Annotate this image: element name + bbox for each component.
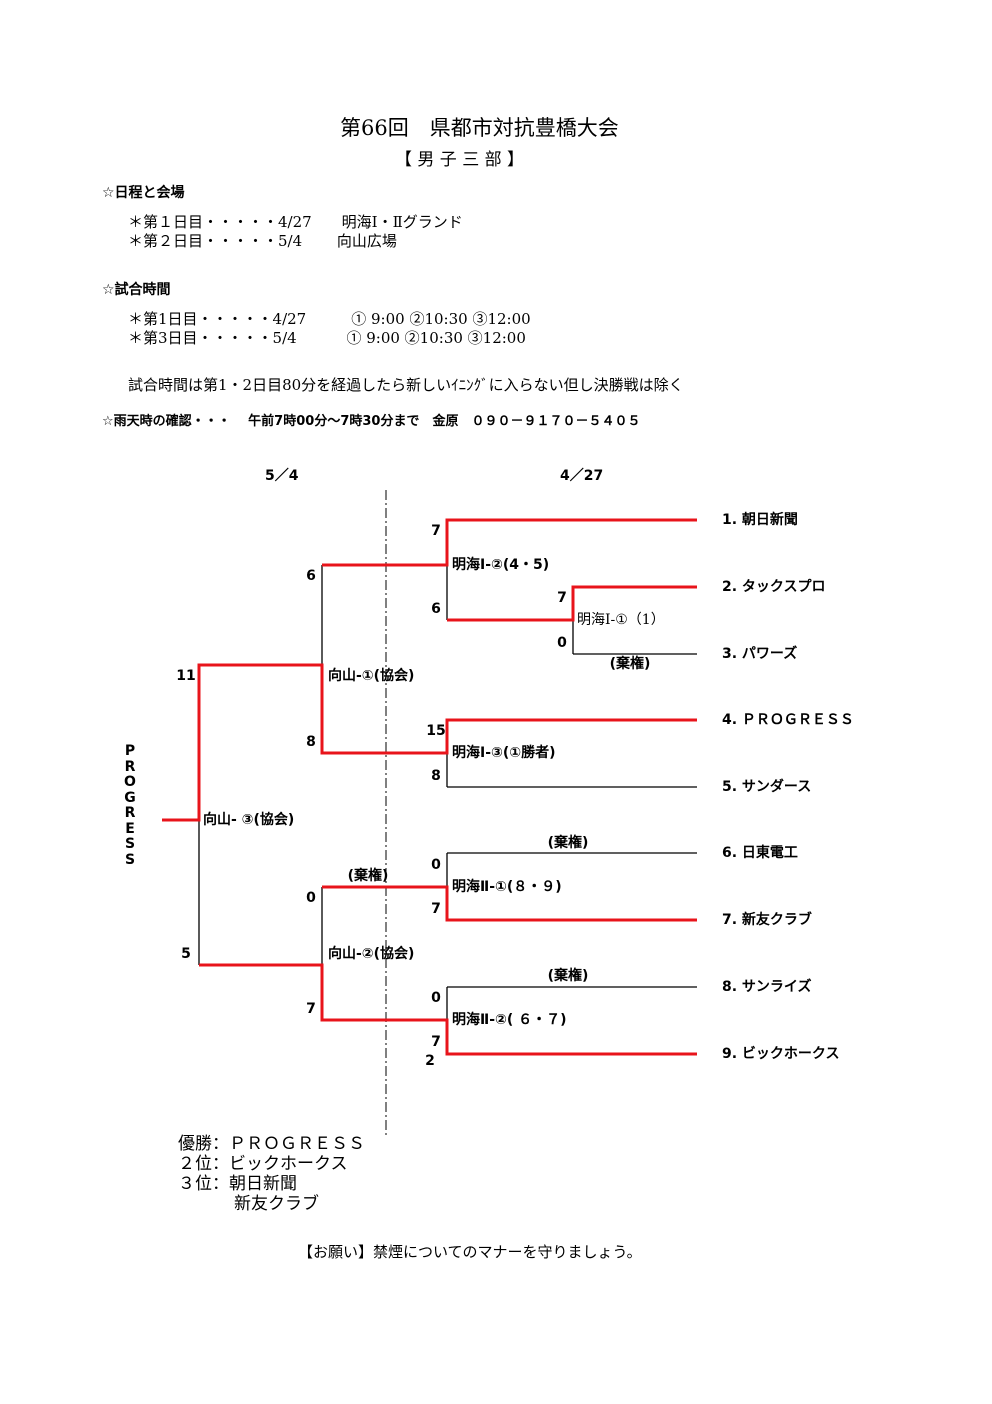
result-champion: 優勝：ＰＲＯＧＲＥＳＳ (178, 1134, 365, 1154)
team-5: 5. サンダース (722, 779, 812, 795)
score: 0 (431, 990, 441, 1006)
team-6: 6. 日東電工 (722, 845, 798, 861)
score: 7 (431, 901, 441, 917)
forfeit-note: (棄権) (347, 868, 389, 884)
schedule-row: ＊第１日目・・・・・4/27 明海Ⅰ・Ⅱグランド (128, 213, 463, 231)
team-4: 4. ＰＲＯＧＲＥＳＳ (722, 712, 854, 728)
schedule-row: ＊第２日目・・・・・5/4 向山広場 (128, 232, 397, 250)
score: 7 (431, 523, 441, 539)
result-third: ３位：朝日新聞 (178, 1174, 297, 1194)
team-2: 2. タックスプロ (722, 579, 826, 595)
score: 15 (426, 723, 446, 739)
score: 2 (425, 1053, 435, 1069)
score: 0 (431, 857, 441, 873)
match-label: 明海Ⅰ-①（1） (577, 612, 665, 628)
result-third: 新友クラブ (234, 1194, 319, 1214)
score: 6 (306, 568, 316, 584)
match-label: 向山-①(協会) (328, 668, 415, 684)
team-9: 9. ビックホークス (722, 1046, 840, 1062)
times-note: 試合時間は第1・2日目80分を経過したら新しいｲﾆﾝｸﾞに入らない但し決勝戦は除… (128, 376, 684, 394)
match-label: 向山- ③(協会) (203, 812, 295, 828)
score: 0 (306, 890, 316, 906)
score: 7 (306, 1001, 316, 1017)
score: 6 (431, 601, 441, 617)
page-title: 第66回 県都市対抗豊橋大会 (340, 116, 619, 140)
score: 5 (181, 946, 191, 962)
team-8: 8. サンライズ (722, 979, 812, 995)
match-label: 向山-②(協会) (328, 946, 415, 962)
match-label: 明海Ⅰ-②(4・5) (452, 557, 550, 573)
result-second: ２位：ビックホークス (178, 1154, 348, 1174)
footer-note: 【お願い】禁煙についてのマナーを守りましょう。 (298, 1243, 642, 1261)
team-3: 3. パワーズ (722, 646, 798, 662)
forfeit-note: (棄権) (609, 656, 651, 672)
match-label: 明海Ⅱ-②( ６・７) (452, 1012, 567, 1028)
team-1: 1. 朝日新聞 (722, 512, 798, 528)
score: 11 (176, 668, 196, 684)
score: 7 (557, 590, 567, 606)
match-label: 明海Ⅱ-①(８・９) (452, 879, 562, 895)
forfeit-note: (棄権) (547, 968, 589, 984)
score: 8 (431, 768, 441, 784)
score: 0 (557, 635, 567, 651)
match-label: 明海Ⅰ-③(①勝者) (452, 745, 556, 761)
division-title: 【 男 子 三 部 】 (395, 150, 525, 170)
times-heading: ☆試合時間 (102, 282, 171, 298)
schedule-heading: ☆日程と会場 (102, 185, 185, 201)
times-row: ＊第1日目・・・・・4/27 ① 9:00 ②10:30 ③12:00 (128, 310, 531, 328)
forfeit-note: (棄権) (547, 835, 589, 851)
rain-contact: ☆雨天時の確認・・・ 午前7時00分～7時30分まで 金原 ０９０－９１７０－５… (102, 414, 641, 429)
champion-vertical: PROGRESS (124, 743, 136, 868)
date-round1: 4／27 (560, 468, 604, 484)
score: 8 (306, 734, 316, 750)
date-round2: 5／4 (265, 468, 299, 484)
score: 7 (431, 1034, 441, 1050)
team-7: 7. 新友クラブ (722, 912, 812, 928)
times-row: ＊第3日目・・・・・5/4 ① 9:00 ②10:30 ③12:00 (128, 329, 526, 347)
